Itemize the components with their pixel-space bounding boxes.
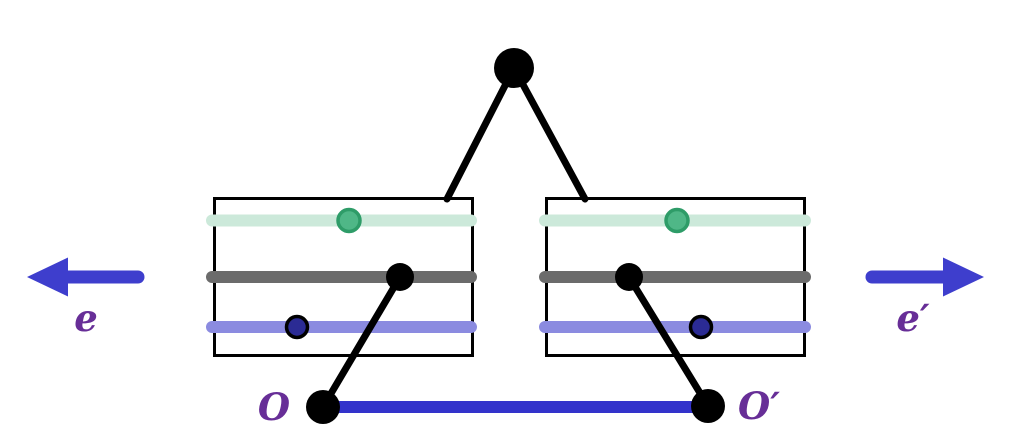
right-direction-arrow <box>865 257 984 297</box>
left-frame-green-dot-ring <box>336 207 362 234</box>
right-frame-navy-dot-ring <box>688 314 714 340</box>
left-direction-arrow <box>27 257 145 297</box>
label-O-prime: O′ <box>738 384 780 428</box>
left-arrow-head <box>27 257 68 297</box>
right-frame-to-origin-edge <box>625 273 712 410</box>
apex-dot <box>494 48 534 88</box>
right-frame-green-dot <box>666 209 688 232</box>
left-frame-navy-dot <box>286 316 308 338</box>
left-frame-to-origin-edge <box>319 273 404 411</box>
left-frame-green-dot <box>338 209 360 232</box>
origin-dot-left <box>306 390 340 424</box>
apex-left-edge <box>443 64 518 203</box>
right-frame-green-dot-ring <box>664 207 690 234</box>
right-frame-black-dot <box>615 263 643 291</box>
label-O: O <box>258 385 290 429</box>
label-e-prime: e′ <box>896 296 930 340</box>
label-e: e <box>74 296 98 340</box>
left-frame-black-dot <box>386 263 414 291</box>
left-frame-navy-dot-ring <box>284 314 310 340</box>
right-frame-navy-dot <box>690 316 712 338</box>
apex-right-edge <box>510 64 589 203</box>
origin-dot-right <box>691 389 725 423</box>
right-arrow-head <box>943 257 984 297</box>
